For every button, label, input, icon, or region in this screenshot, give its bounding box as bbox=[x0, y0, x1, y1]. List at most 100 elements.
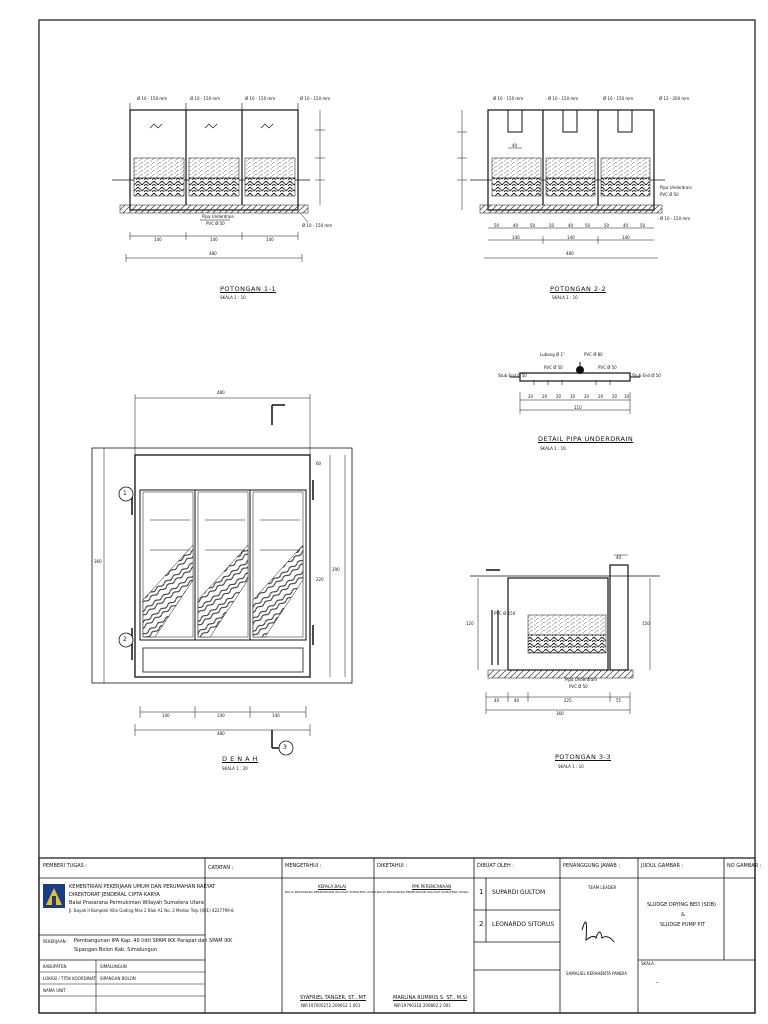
dim-label: 50 bbox=[585, 223, 591, 228]
section-3-3 bbox=[470, 554, 660, 714]
dim-label: 140 bbox=[272, 713, 280, 718]
pvc-label: PVC Ø 50 bbox=[206, 221, 225, 226]
drawing-title-amp: & bbox=[681, 912, 685, 918]
underdrain-label: Pipa Underdrain bbox=[565, 677, 598, 682]
mengetahui-name: SYAFRIEL TANGER, ST., MT bbox=[300, 995, 366, 1001]
dim-label: 40 bbox=[513, 223, 519, 228]
drafter-name: SUPARDI GULTOM bbox=[492, 889, 546, 896]
pipe-label: Ø 10 - 150 mm bbox=[300, 96, 331, 101]
stub-end-label: Stub End Ø 50 bbox=[498, 373, 527, 378]
hole-label: Lubang Ø 1" bbox=[540, 352, 565, 357]
pipe-label: Ø 12 - 200 mm bbox=[659, 96, 690, 101]
dim-label: 50 bbox=[494, 223, 500, 228]
plan-view bbox=[91, 394, 353, 756]
dim-label: 20 bbox=[584, 394, 590, 399]
judul-label: JUDUL GAMBAR : bbox=[641, 863, 684, 869]
lokasi-value: SIPANGAN BOLON bbox=[100, 976, 136, 981]
dim-label: 140 bbox=[154, 237, 162, 242]
dim-label: 40 bbox=[512, 143, 518, 148]
no-gambar-label: NO GAMBAR : bbox=[727, 863, 762, 869]
dim-label: 225 bbox=[564, 698, 572, 703]
dim-label: 290 bbox=[332, 567, 340, 572]
penanggung-label: PENANGGUNG JAWAB : bbox=[563, 863, 621, 869]
pvc-label: PVC Ø 50 bbox=[544, 365, 563, 370]
section-2-2 bbox=[457, 109, 665, 259]
scale-label: SKALA 1 : 10 bbox=[552, 295, 578, 300]
dim-label: 50 bbox=[530, 223, 536, 228]
agency-name: Balai Prasarana Permukiman Wilayah Sumat… bbox=[69, 900, 204, 906]
pipe-label: Ø 10 - 150 mm bbox=[137, 96, 168, 101]
diketahui-org: BALAI PRASARANA PERMUKIMAN WILAYAH SUMAT… bbox=[377, 890, 469, 894]
dibuat-label: DIBUAT OLEH : bbox=[477, 863, 515, 869]
scale-label: SKALA 1 : 20 bbox=[222, 766, 248, 771]
dim-label: 20 bbox=[598, 394, 604, 399]
pipe-label: Ø 10 - 150 mm bbox=[493, 96, 524, 101]
dim-label: 140 bbox=[217, 713, 225, 718]
dim-label: 50 bbox=[549, 223, 555, 228]
dim-label: 55 bbox=[616, 698, 622, 703]
signature bbox=[581, 921, 615, 943]
drafter-number: 2 bbox=[479, 920, 484, 928]
side-pipe-label: Ø 10 - 150 mm bbox=[302, 223, 333, 228]
diketahui-role: PPK PERENCANAAN bbox=[412, 884, 452, 889]
section-marker: 1 bbox=[123, 490, 127, 497]
pvc-label: PVC Ø 50 bbox=[660, 192, 679, 197]
section-title: POTONGAN 3-3 bbox=[555, 753, 612, 761]
stub-end-label: Stub End Ø 50 bbox=[632, 373, 661, 378]
pipe-label: Ø 10 - 150 mm bbox=[190, 96, 221, 101]
section-1-1 bbox=[112, 103, 325, 262]
kabupaten-label: KABUPATEN bbox=[43, 964, 67, 969]
catatan-label: CATATAN : bbox=[208, 865, 234, 871]
section-marker: 3 bbox=[283, 744, 287, 751]
dim-label: 220 bbox=[316, 577, 324, 582]
skala-label: SKALA : bbox=[641, 961, 657, 966]
dim-label: 140 bbox=[622, 235, 630, 240]
nama-unit-label: NAMA UNIT bbox=[43, 988, 66, 993]
dim-label: 40 bbox=[514, 698, 520, 703]
dim-label: 480 bbox=[217, 390, 225, 395]
dim-label: 140 bbox=[266, 237, 274, 242]
dim-label: 10 bbox=[570, 394, 576, 399]
dim-label: 20 bbox=[612, 394, 618, 399]
dim-label: 50 bbox=[604, 223, 610, 228]
drawing-title-2: SLUDGE PUMP PIT bbox=[660, 922, 705, 928]
total-dim-label: 480 bbox=[209, 251, 217, 256]
title-block-grid bbox=[38, 857, 756, 1014]
diketahui-name: MARLINA RUMIRIS S. ST., M.Si bbox=[393, 995, 468, 1001]
pekerjaan-value-2: Sipangan Bolon Kab. Simalungun bbox=[74, 947, 158, 953]
dim-label: 120 bbox=[466, 621, 474, 626]
dim-label: 150 bbox=[642, 621, 650, 626]
section-title: DETAIL PIPA UNDERDRAIN bbox=[538, 435, 634, 443]
pipe-label: Ø 10 - 150 mm bbox=[245, 96, 276, 101]
total-dim-label: 480 bbox=[566, 251, 574, 256]
drafter-number: 1 bbox=[479, 888, 484, 896]
lokasi-label: LOKASI / TITIK KOORDINAT bbox=[43, 976, 96, 981]
dim-label: 140 bbox=[512, 235, 520, 240]
pekerjaan-value: Pembangunan IPA Kap. 40 l/dtl SPAM IKK P… bbox=[74, 938, 233, 944]
underdrain-label: Pipa Underdrain bbox=[202, 214, 235, 219]
dim-label: 140 bbox=[162, 713, 170, 718]
dim-label: 140 bbox=[567, 235, 575, 240]
scale-label: SKALA 1 : 10 bbox=[558, 764, 584, 769]
pvc-label: PVC Ø 50 bbox=[569, 684, 588, 689]
dim-label: 20 bbox=[556, 394, 562, 399]
pekerjaan-label: PEKERJAAN : bbox=[43, 939, 69, 944]
team-leader-name: SAMALIEL KERAHENTA PANDIA bbox=[566, 971, 628, 976]
dim-label: 140 bbox=[210, 237, 218, 242]
pemberi-tugas-label: PEMBERI TUGAS : bbox=[43, 863, 88, 869]
drafter-name: LEONARDO SITORUS bbox=[492, 921, 555, 928]
dim-label: 20 bbox=[542, 394, 548, 399]
dim-label: 60 bbox=[316, 461, 322, 466]
dim-label: 40 bbox=[568, 223, 574, 228]
pvc-label: PVC Ø 80 bbox=[584, 352, 603, 357]
dim-label: 20 bbox=[528, 394, 534, 399]
dim-label: 360 bbox=[94, 559, 102, 564]
dim-label: 40 bbox=[616, 555, 622, 560]
section-title: POTONGAN 1-1 bbox=[220, 285, 277, 293]
mengetahui-org: BALAI PRASARANA PERMUKIMAN WILAYAH SUMAT… bbox=[285, 890, 377, 894]
mengetahui-role: KEPALA BALAI bbox=[318, 884, 347, 889]
pipe-label: Ø 10 - 150 mm bbox=[548, 96, 579, 101]
total-dim-label: 480 bbox=[217, 731, 225, 736]
scale-label: SKALA 1 : 10 bbox=[220, 295, 246, 300]
kabupaten-value: SIMALUNGUN bbox=[100, 964, 127, 969]
